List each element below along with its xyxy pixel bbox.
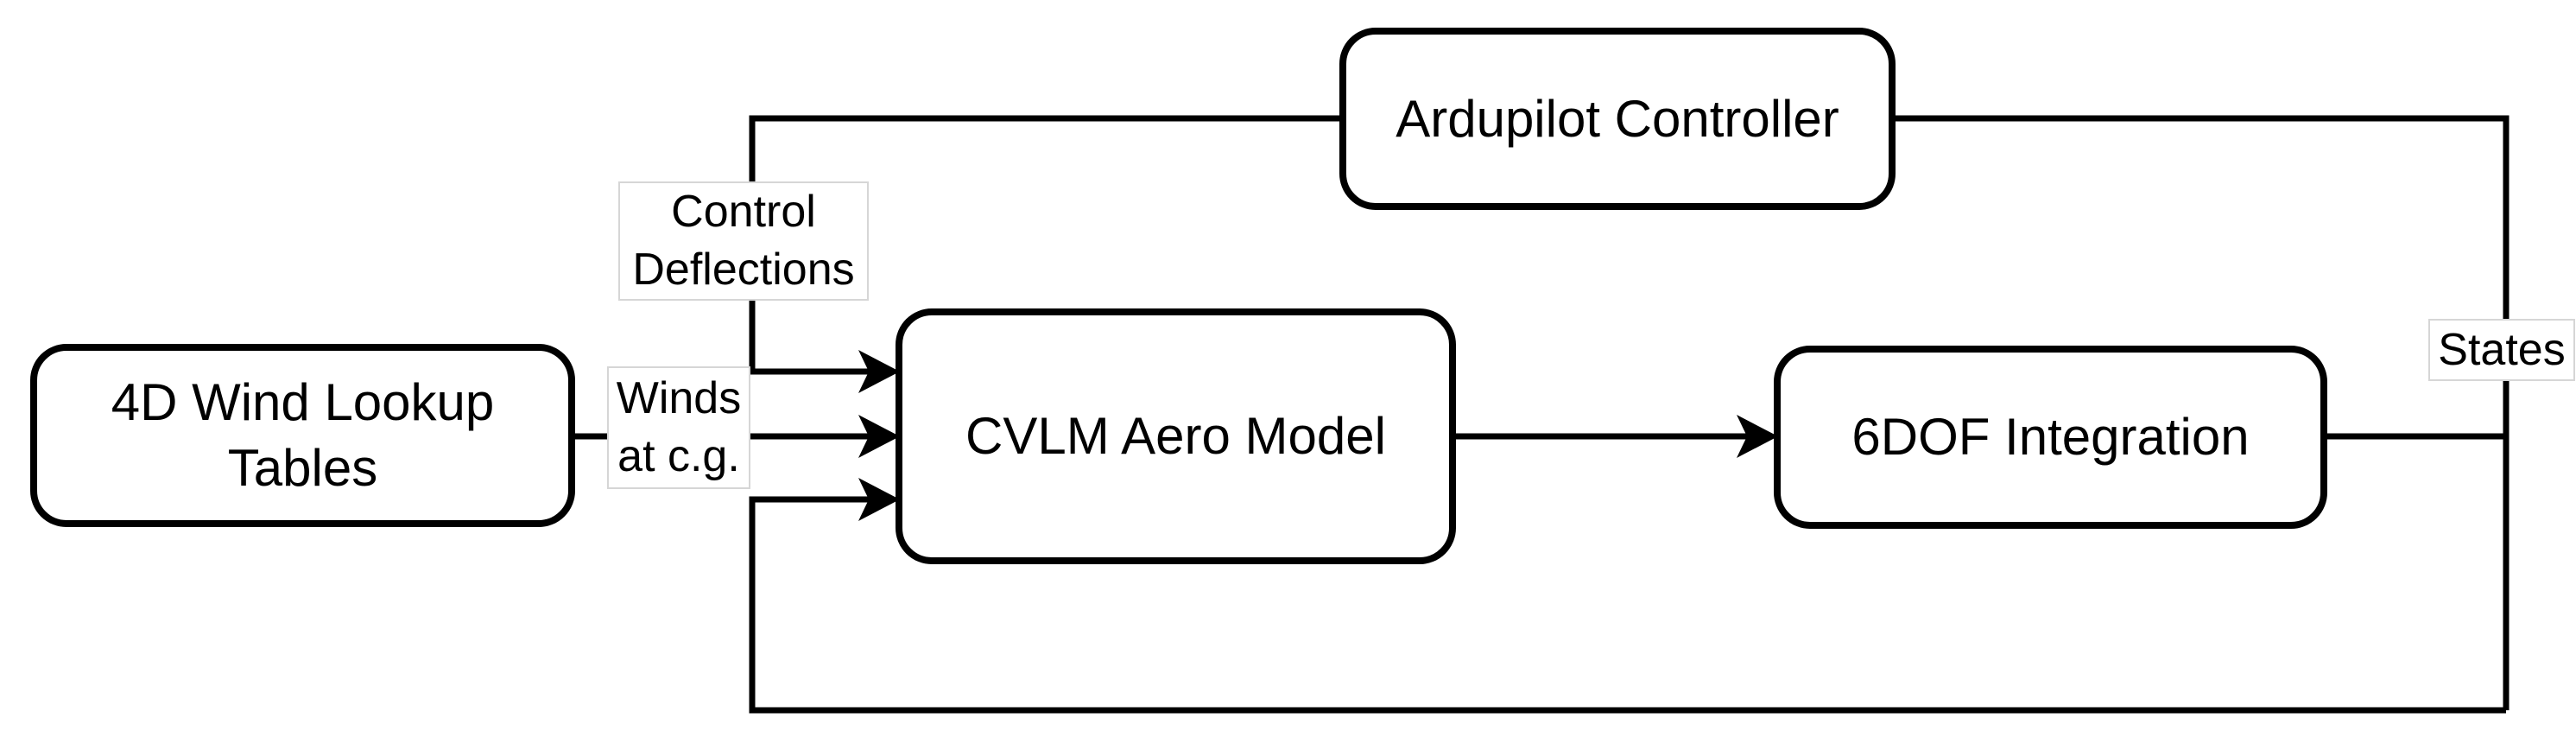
edge-label-text: Winds bbox=[616, 373, 742, 423]
node-label: CVLM Aero Model bbox=[965, 407, 1386, 465]
edge-label-control-deflections: Control Deflections bbox=[618, 181, 869, 301]
node-wind-lookup-tables: 4D Wind Lookup Tables bbox=[30, 344, 575, 527]
node-label: Ardupilot Controller bbox=[1396, 89, 1839, 148]
edge-label-winds-at-cg: Winds at c.g. bbox=[607, 366, 750, 489]
edge-label-text: States bbox=[2438, 324, 2566, 375]
node-cvlm-aero-model: CVLM Aero Model bbox=[896, 308, 1456, 564]
arrowhead-icon-winds bbox=[858, 415, 900, 458]
arrowhead-icon-feedback bbox=[858, 478, 900, 521]
arrowhead-icon-6dof-input bbox=[1737, 415, 1778, 458]
edge-label-text: at c.g. bbox=[617, 431, 740, 481]
edge-label-states: States bbox=[2428, 319, 2575, 381]
node-label: Tables bbox=[227, 439, 378, 497]
arrowhead-icon-control-deflections bbox=[858, 350, 900, 393]
node-6dof-integration: 6DOF Integration bbox=[1774, 346, 2327, 529]
node-label: 4D Wind Lookup bbox=[111, 373, 495, 431]
node-ardupilot-controller: Ardupilot Controller bbox=[1339, 28, 1896, 210]
edge-ardupilot-to-states-line bbox=[1892, 115, 2510, 710]
edge-label-text: Control bbox=[671, 187, 816, 237]
edge-states-feedback-to-cvlm bbox=[749, 496, 2506, 714]
node-label: 6DOF Integration bbox=[1851, 408, 2250, 466]
edge-label-text: Deflections bbox=[632, 245, 855, 295]
